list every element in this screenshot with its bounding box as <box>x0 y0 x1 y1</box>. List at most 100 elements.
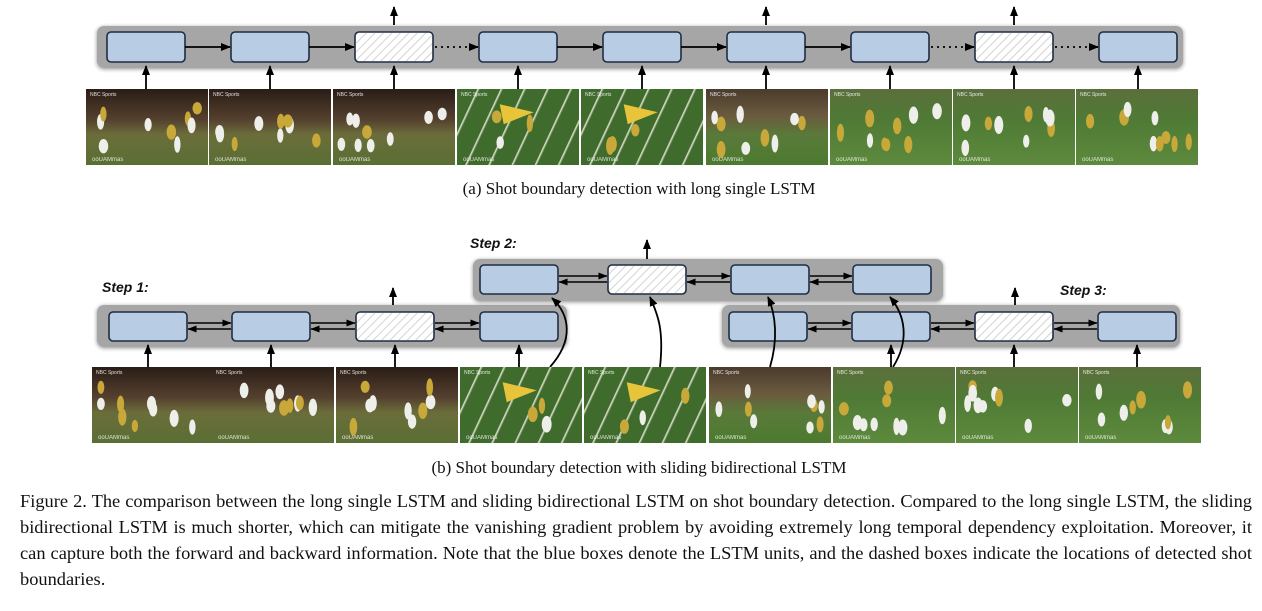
video-frame-a-6-players <box>836 103 942 154</box>
step-2-label: Step 2: <box>470 235 517 251</box>
network-bug: NBC Sports <box>1083 370 1110 376</box>
player-figure <box>771 134 779 153</box>
lstm-unit-s1-0 <box>108 311 188 342</box>
curved-arrow-s2-3 <box>889 296 905 368</box>
player-figure <box>1136 390 1146 409</box>
player-figure <box>1161 131 1171 144</box>
video-frame-a-6: NBC Sports ooUAMmas <box>830 89 952 165</box>
player-figure <box>98 139 109 154</box>
player-figure <box>865 109 875 128</box>
network-bug: NBC Sports <box>340 370 367 376</box>
player-figure <box>1185 133 1192 151</box>
network-bug: NBC Sports <box>585 92 612 98</box>
lstm-unit-a-1 <box>230 31 310 63</box>
curved-arrow-s2-1 <box>649 296 663 368</box>
player-figure <box>362 125 372 139</box>
player-figure <box>404 402 412 420</box>
player-figure <box>426 378 434 397</box>
player-figure <box>1024 105 1033 122</box>
player-figure <box>277 128 284 143</box>
lstm-unit-a-6 <box>850 31 930 63</box>
score-ticker: ooUAMmas <box>92 157 124 163</box>
lstm-unit-s2-3 <box>852 264 932 295</box>
player-figure <box>994 116 1004 134</box>
caption-b: (b) Shot boundary detection with sliding… <box>431 458 847 477</box>
player-figure <box>760 129 770 147</box>
player-figure <box>527 406 538 423</box>
player-figure <box>938 406 946 425</box>
network-bug: NBC Sports <box>337 92 364 98</box>
player-figure <box>312 133 321 148</box>
player-figure <box>166 124 177 140</box>
player-figure <box>716 116 726 132</box>
player-figure <box>816 416 824 433</box>
player-figure <box>995 388 1003 407</box>
player-figure <box>715 401 723 417</box>
player-figure <box>437 107 447 121</box>
player-figure <box>884 380 893 395</box>
player-figure <box>968 384 978 402</box>
player-figure <box>1151 110 1159 126</box>
player-figure <box>418 402 428 420</box>
player-figure <box>964 395 972 412</box>
player-figure <box>275 384 285 400</box>
player-figure <box>1062 394 1072 407</box>
score-ticker: ooUAMmas <box>839 435 871 441</box>
player-figure <box>538 397 546 414</box>
network-bug: NBC Sports <box>588 370 615 376</box>
player-figure <box>148 401 158 417</box>
pipeline-bar-step2 <box>473 259 943 301</box>
player-figure <box>254 116 264 131</box>
figure-caption: Figure 2. The comparison between the lon… <box>20 491 1252 589</box>
score-ticker: ooUAMmas <box>715 435 747 441</box>
score-ticker: ooUAMmas <box>712 157 744 163</box>
player-figure <box>97 397 105 410</box>
lstm-unit-s2-0 <box>479 264 559 295</box>
network-bug: NBC Sports <box>461 92 488 98</box>
player-figure <box>97 380 105 394</box>
player-figure <box>893 417 900 436</box>
player-figure <box>619 419 629 434</box>
yardage-graphic <box>626 382 661 403</box>
player-figure <box>1119 404 1129 421</box>
score-ticker: ooUAMmas <box>466 435 498 441</box>
video-frame-b-0-players <box>97 380 196 435</box>
player-figure <box>308 398 318 417</box>
lstm-unit-s3-3 <box>1097 311 1177 342</box>
video-frame-a-0-players <box>97 102 202 154</box>
score-ticker: ooUAMmas <box>836 157 868 163</box>
player-figure <box>984 116 993 131</box>
score-ticker: ooUAMmas <box>962 435 994 441</box>
lstm-unit-a-4 <box>602 31 682 63</box>
score-ticker: ooUAMmas <box>1085 435 1117 441</box>
yardage-graphic <box>499 104 534 125</box>
player-figure <box>882 394 892 408</box>
player-figure <box>798 115 806 131</box>
player-figure <box>215 126 225 143</box>
lstm-unit-s1-1 <box>231 311 311 342</box>
video-frame-b-2-players <box>349 378 436 436</box>
lstm-unit-s1-3 <box>479 311 559 342</box>
network-bug: NBC Sports <box>837 370 864 376</box>
video-frame-a-1-players <box>215 113 321 152</box>
video-frame-b-3-players <box>502 382 552 433</box>
boundary-hatch <box>976 313 1052 340</box>
lstm-unit-s3-0 <box>728 311 808 342</box>
step-1-label: Step 1: <box>102 279 149 295</box>
player-figure <box>189 419 196 435</box>
player-figure <box>349 417 358 436</box>
player-figure <box>1024 418 1032 433</box>
network-bug: NBC Sports <box>834 92 861 98</box>
lstm-unit-a-5 <box>726 31 806 63</box>
